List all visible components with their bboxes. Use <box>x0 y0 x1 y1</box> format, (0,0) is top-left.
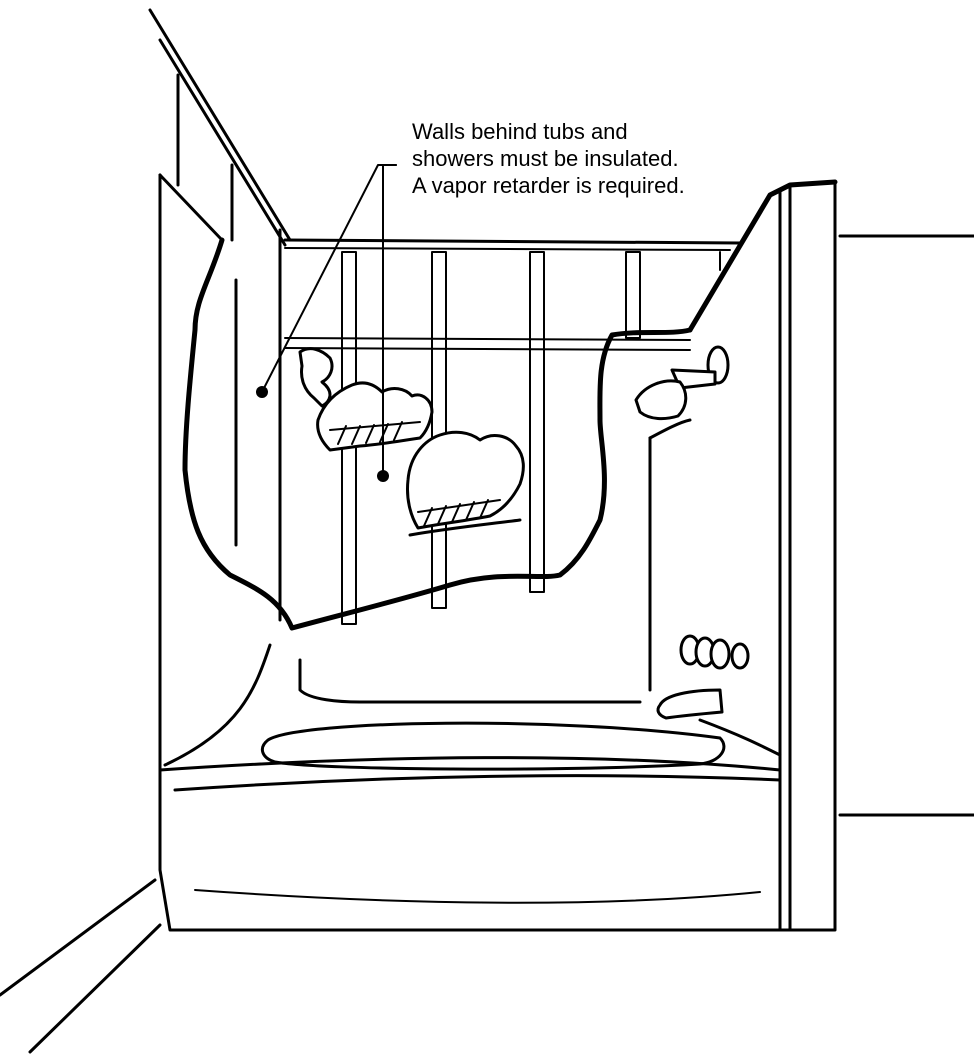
shower-head-icon <box>636 347 728 419</box>
tub-spout-icon <box>658 690 722 718</box>
annotation-callout: Walls behind tubs and showers must be in… <box>412 118 812 199</box>
cutaway-edge <box>185 240 690 628</box>
annotation-line-1: Walls behind tubs and <box>412 118 812 145</box>
annotation-line-3: A vapor retarder is required. <box>412 172 812 199</box>
tub-surround <box>160 175 835 930</box>
faucet-handles-icon <box>681 636 748 668</box>
annotation-line-2: showers must be insulated. <box>412 145 812 172</box>
insulation-batts <box>300 349 523 535</box>
leader-dot-wall <box>256 386 268 398</box>
leader-dot-insulation <box>377 470 389 482</box>
